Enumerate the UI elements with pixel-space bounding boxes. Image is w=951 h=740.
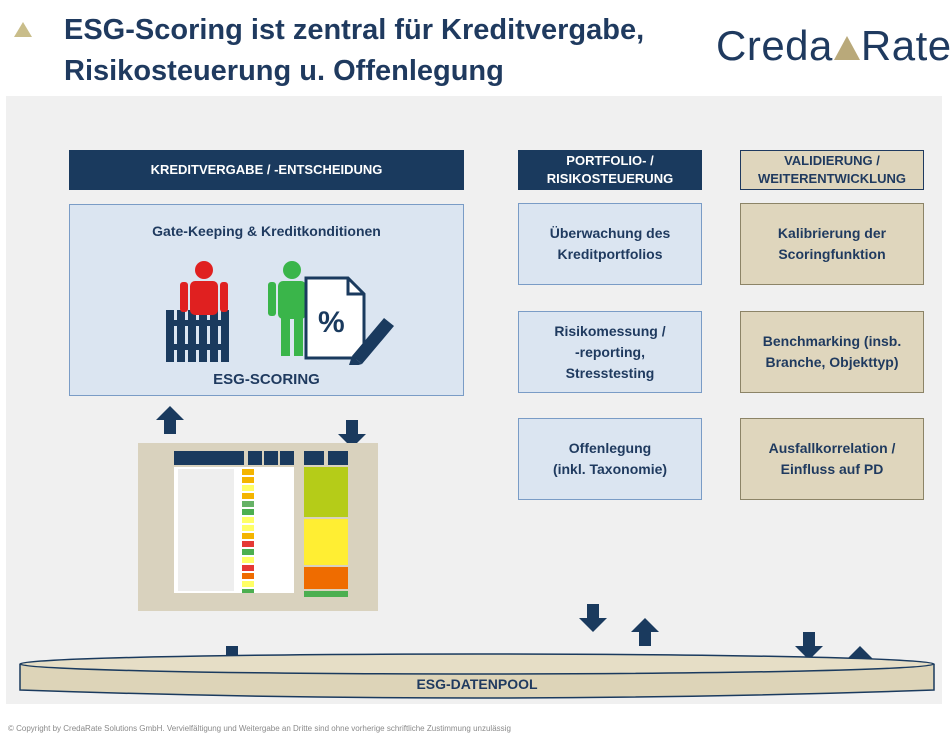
gatekeeping-box: Gate-Keeping & Kreditkonditionen — [69, 204, 464, 396]
pen-icon — [349, 318, 394, 365]
box-kalibrierung: Kalibrierung der Scoringfunktion — [740, 203, 924, 285]
arrow-up-icon — [631, 618, 659, 646]
person-red-icon — [180, 261, 228, 315]
scoring-table-graphic — [174, 451, 348, 597]
header-kreditvergabe: KREDITVERGABE / -ENTSCHEIDUNG — [69, 150, 464, 190]
datenpool-label: ESG-DATENPOOL — [416, 676, 538, 692]
esg-scoring-label: ESG-SCORING — [213, 371, 320, 388]
page-title: ESG-Scoring ist zentral für Kreditvergab… — [64, 14, 645, 87]
gatekeeping-title: Gate-Keeping & Kreditkonditionen — [152, 223, 381, 239]
logo-text-rate: Rate — [860, 22, 951, 69]
scoring-illustration: % — [166, 261, 394, 365]
fence-icon — [166, 310, 229, 362]
scoring-table-image — [138, 443, 378, 611]
copyright-footer: © Copyright by CredaRate Solutions GmbH.… — [8, 724, 511, 733]
header-portfolio: PORTFOLIO- / RISIKOSTEUERUNG — [518, 150, 702, 190]
box-ausfallkorrelation: Ausfallkorrelation / Einfluss auf PD — [740, 418, 924, 500]
box-benchmarking: Benchmarking (insb. Branche, Objekttyp) — [740, 311, 924, 393]
arrow-up-icon — [156, 406, 184, 434]
header-validierung: VALIDIERUNG / WEITERENTWICKLUNG — [740, 150, 924, 190]
box-offenlegung: Offenlegung (inkl. Taxonomie) — [518, 418, 702, 500]
title-bullet-icon — [14, 22, 32, 37]
datenpool-cylinder — [19, 653, 935, 699]
logo-text-creda: Creda — [716, 22, 833, 69]
logo-triangle-icon — [833, 36, 860, 60]
document-percent-icon: % — [304, 276, 366, 360]
percent-symbol: % — [318, 306, 345, 339]
arrow-down-icon — [579, 604, 607, 632]
logo: Creda Rate — [716, 22, 951, 70]
box-risikomessung: Risikomessung / -reporting, Stresstestin… — [518, 311, 702, 393]
box-ueberwachung: Überwachung des Kreditportfolios — [518, 203, 702, 285]
